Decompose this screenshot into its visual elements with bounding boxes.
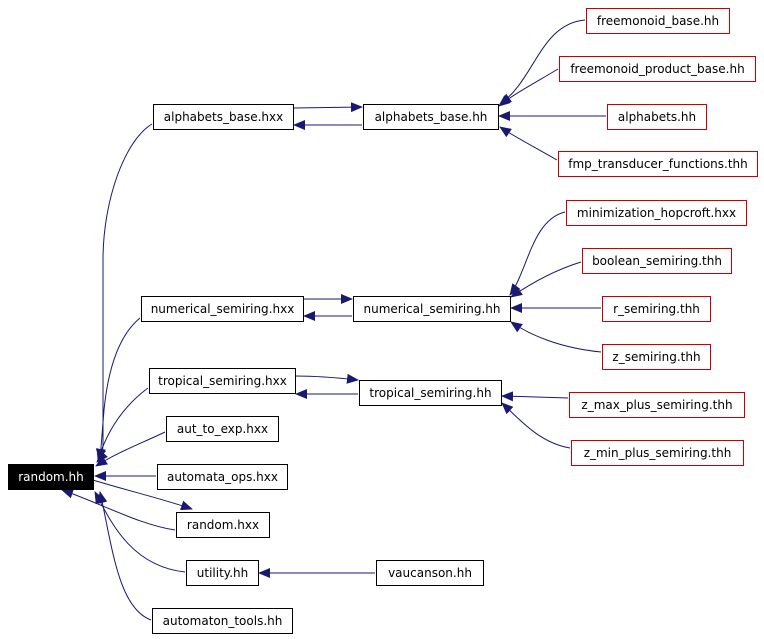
node-random-hh[interactable]: random.hh xyxy=(8,464,94,490)
edge-fmp-transducer-functions-thh-to-alphabets-base-hh xyxy=(499,126,558,161)
node-alphabets-base-hh[interactable]: alphabets_base.hh xyxy=(363,104,499,130)
node-vaucanson-hh[interactable]: vaucanson.hh xyxy=(376,560,484,586)
node-alphabets-hh[interactable]: alphabets.hh xyxy=(607,104,707,130)
node-box xyxy=(571,440,744,466)
node-automata-ops-hxx[interactable]: automata_ops.hxx xyxy=(157,464,288,490)
edge-tropical-semiring-hxx-to-random-hh xyxy=(96,387,149,461)
node-box xyxy=(359,380,502,406)
node-box xyxy=(8,464,94,490)
node-label: alphabets_base.hxx xyxy=(164,110,283,124)
node-label: boolean_semiring.thh xyxy=(592,254,722,268)
edge-z-max-plus-semiring-thh-to-tropical-semiring-hh xyxy=(501,391,569,402)
node-tropical-semiring-hh[interactable]: tropical_semiring.hh xyxy=(359,380,502,406)
edge-random-hxx-to-random-hh xyxy=(61,488,176,531)
edge-boolean-semiring-thh-to-numerical-semiring-hh xyxy=(510,261,582,298)
node-label: numerical_semiring.hxx xyxy=(151,302,295,316)
node-label: numerical_semiring.hh xyxy=(363,302,500,316)
node-label: random.hxx xyxy=(187,518,259,532)
edge-alphabets-base-hxx-to-random-hh xyxy=(96,123,153,463)
node-label: freemonoid_base.hh xyxy=(597,14,719,28)
node-box xyxy=(559,56,756,82)
node-box xyxy=(569,392,745,418)
node-label: alphabets.hh xyxy=(618,110,696,124)
edge-freemonoid-product-base-hh-to-alphabets-base-hh xyxy=(498,68,559,107)
node-box xyxy=(586,8,730,34)
node-minimization-hopcroft-hxx[interactable]: minimization_hopcroft.hxx xyxy=(566,200,747,226)
node-label: vaucanson.hh xyxy=(388,566,472,580)
edge-z-semiring-thh-to-numerical-semiring-hh xyxy=(510,321,602,353)
node-label: tropical_semiring.hh xyxy=(369,386,491,400)
node-label: aut_to_exp.hxx xyxy=(177,422,268,436)
edge-random-hh-to-random-hxx xyxy=(92,479,193,511)
node-box xyxy=(376,560,484,586)
node-box xyxy=(152,608,293,634)
node-z-semiring-thh[interactable]: z_semiring.thh xyxy=(602,344,711,370)
node-freemonoid-product-base-hh[interactable]: freemonoid_product_base.hh xyxy=(559,56,756,82)
node-box xyxy=(602,296,711,322)
edge-tropical-semiring-hxx-to-tropical-semiring-hh xyxy=(294,373,359,384)
node-z-max-plus-semiring-thh[interactable]: z_max_plus_semiring.thh xyxy=(569,392,745,418)
node-box xyxy=(558,151,758,177)
node-automaton-tools-hh[interactable]: automaton_tools.hh xyxy=(152,608,293,634)
node-box xyxy=(566,200,747,226)
node-aut-to-exp-hxx[interactable]: aut_to_exp.hxx xyxy=(166,416,279,442)
node-box xyxy=(176,512,270,538)
node-box xyxy=(607,104,707,130)
node-fmp-transducer-functions-thh[interactable]: fmp_transducer_functions.thh xyxy=(558,151,758,177)
edge-aut-to-exp-hxx-to-random-hh xyxy=(95,431,166,467)
node-box xyxy=(582,248,732,274)
node-alphabets-base-hxx[interactable]: alphabets_base.hxx xyxy=(153,104,294,130)
node-box xyxy=(353,296,511,322)
node-random-hxx[interactable]: random.hxx xyxy=(176,512,270,538)
edge-layer xyxy=(61,19,606,621)
node-label: z_min_plus_semiring.thh xyxy=(584,446,732,460)
node-freemonoid-base-hh[interactable]: freemonoid_base.hh xyxy=(586,8,730,34)
edge-minimization-hopcroft-hxx-to-numerical-semiring-hh xyxy=(509,211,566,296)
node-numerical-semiring-hxx[interactable]: numerical_semiring.hxx xyxy=(141,296,304,322)
node-utility-hh[interactable]: utility.hh xyxy=(186,560,259,586)
node-label: r_semiring.thh xyxy=(613,302,700,316)
node-label: random.hh xyxy=(18,470,84,484)
node-tropical-semiring-hxx[interactable]: tropical_semiring.hxx xyxy=(149,368,296,394)
node-label: automaton_tools.hh xyxy=(163,614,283,628)
node-boolean-semiring-thh[interactable]: boolean_semiring.thh xyxy=(582,248,732,274)
node-label: z_max_plus_semiring.thh xyxy=(581,398,732,412)
edge-automaton-tools-hh-to-random-hh xyxy=(97,491,152,621)
edge-numerical-semiring-hxx-to-random-hh xyxy=(95,317,141,461)
node-box xyxy=(166,416,279,442)
node-label: z_semiring.thh xyxy=(612,350,700,364)
node-box xyxy=(186,560,259,586)
node-r-semiring-thh[interactable]: r_semiring.thh xyxy=(602,296,711,322)
edge-z-min-plus-semiring-thh-to-tropical-semiring-hh xyxy=(501,402,571,449)
edge-freemonoid-base-hh-to-alphabets-base-hh xyxy=(499,19,586,105)
node-box xyxy=(153,104,294,130)
node-label: fmp_transducer_functions.thh xyxy=(568,157,748,171)
node-box xyxy=(149,368,296,394)
edge-alphabets-base-hxx-to-alphabets-base-hh xyxy=(293,102,363,113)
node-layer: random.hh alphabets_base.hxx alphabets_bas… xyxy=(8,8,758,634)
node-numerical-semiring-hh[interactable]: numerical_semiring.hh xyxy=(353,296,511,322)
node-box xyxy=(363,104,499,130)
node-box xyxy=(157,464,288,490)
node-label: alphabets_base.hh xyxy=(375,110,488,124)
node-label: utility.hh xyxy=(197,566,248,580)
node-label: automata_ops.hxx xyxy=(167,470,278,484)
node-z-min-plus-semiring-thh[interactable]: z_min_plus_semiring.thh xyxy=(571,440,744,466)
node-box xyxy=(602,344,711,370)
node-box xyxy=(141,296,304,322)
node-label: minimization_hopcroft.hxx xyxy=(577,206,736,220)
node-label: freemonoid_product_base.hh xyxy=(570,62,744,76)
node-label: tropical_semiring.hxx xyxy=(158,374,287,388)
